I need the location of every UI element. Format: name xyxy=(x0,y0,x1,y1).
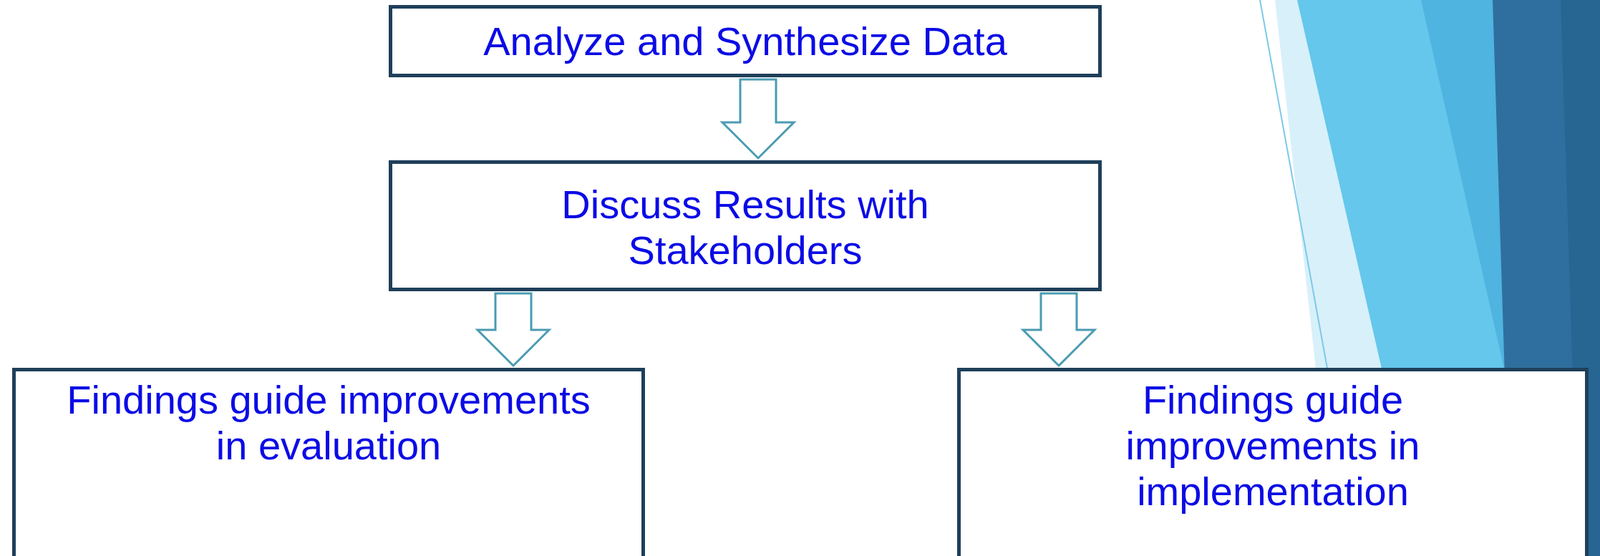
block-arrow xyxy=(477,293,550,366)
process-box: Findings guide improvements in implement… xyxy=(957,367,1589,556)
block-arrow xyxy=(1022,293,1095,366)
process-box: Findings guide improvements in evaluatio… xyxy=(12,367,646,556)
process-box: Discuss Results with Stakeholders xyxy=(388,160,1102,292)
box-label: Findings guide improvements in evaluatio… xyxy=(63,377,594,469)
box-label: Analyze and Synthesize Data xyxy=(483,18,1008,65)
box-label: Discuss Results with Stakeholders xyxy=(516,181,975,274)
block-arrow xyxy=(722,79,794,159)
process-box: Analyze and Synthesize Data xyxy=(388,5,1102,78)
thin-line xyxy=(1259,0,1328,373)
box-label: Findings guide improvements in implement… xyxy=(1058,377,1488,515)
